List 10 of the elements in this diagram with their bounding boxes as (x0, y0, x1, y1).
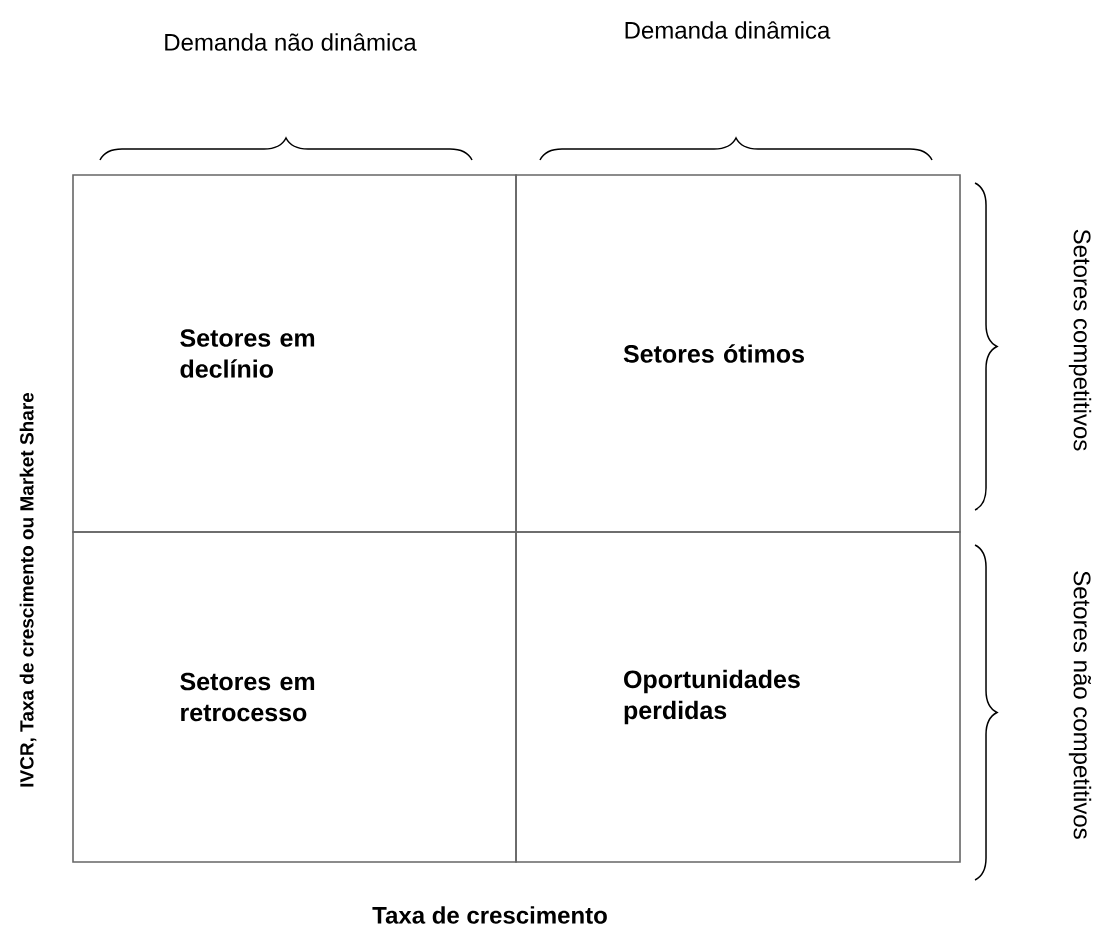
axis-label: Demanda dinâmica (625, 21, 831, 39)
quadrant-cell: Oportunidades perdidas (515, 531, 961, 863)
quadrant-cell: Setores em declínio (72, 174, 517, 533)
axis-label: Setores não competitivos (1068, 571, 1092, 839)
axis-label: IVCR, Taxa de crescimento ou Market Share (19, 392, 37, 787)
quadrant-cell: Setores ótimos (515, 174, 961, 533)
axis-label: Taxa de crescimento (372, 906, 607, 924)
axis-label: Setores competitivos (1068, 229, 1092, 451)
axis-label: Demanda não dinâmica (165, 33, 417, 51)
quadrant-cell: Setores em retrocesso (72, 531, 517, 863)
